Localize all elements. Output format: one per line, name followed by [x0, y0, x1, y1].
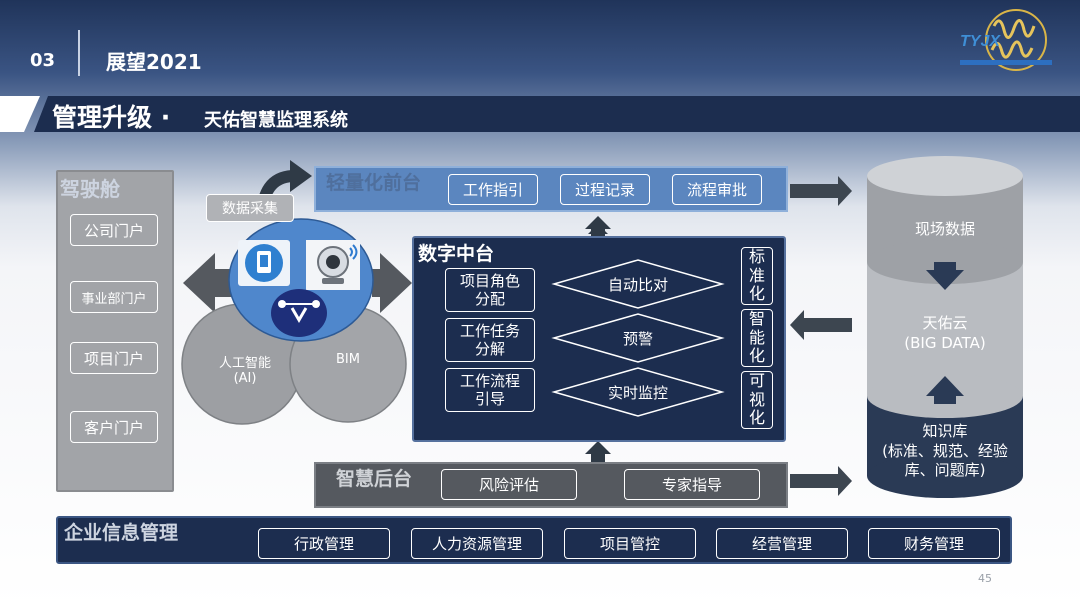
- attribute-intelligence: 智 能 化: [741, 309, 773, 367]
- enterprise-panel: [56, 516, 1012, 564]
- section-title: 展望2021: [106, 50, 202, 74]
- middle-item-workflow-guide[interactable]: 工作流程 引导: [445, 368, 535, 412]
- mobile-app-icon: [238, 240, 290, 286]
- cockpit-item-client-portal[interactable]: 客户门户: [70, 411, 158, 443]
- middle-item-role-assignment[interactable]: 项目角色 分配: [445, 268, 535, 312]
- drone-icon: [271, 289, 327, 337]
- cockpit-panel: [56, 170, 174, 492]
- cockpit-item-company-portal[interactable]: 公司门户: [70, 214, 158, 246]
- middle-item-task-breakdown[interactable]: 工作任务 分解: [445, 318, 535, 362]
- band-title: 管理升级 ·: [52, 103, 171, 132]
- diamond-stack: [551, 259, 725, 417]
- header-divider: [78, 30, 80, 76]
- diamond-early-warning: 预警: [622, 330, 653, 348]
- front-item-work-guide[interactable]: 工作指引: [448, 174, 538, 205]
- venn-bim-label: BIM: [336, 352, 360, 367]
- svg-text:TYJX: TYJX: [960, 33, 1001, 50]
- back-item-risk-assessment[interactable]: 风险评估: [441, 469, 577, 500]
- diamond-auto-compare: 自动比对: [607, 276, 668, 294]
- enterprise-title: 企业信息管理: [64, 522, 179, 544]
- cockpit-item-division-portal[interactable]: 事业部门户: [70, 281, 158, 313]
- band-subtitle: 天佑智慧监理系统: [204, 110, 348, 131]
- cloud-onsite-data: 现场数据: [914, 220, 975, 238]
- section-number: 03: [30, 50, 56, 71]
- attribute-standardization: 标 准 化: [741, 247, 773, 305]
- enterprise-item-business-management[interactable]: 经营管理: [716, 528, 848, 559]
- back-item-expert-guidance[interactable]: 专家指导: [624, 469, 760, 500]
- title-band: [0, 96, 1080, 132]
- cockpit-title: 驾驶舱: [60, 177, 120, 201]
- front-office-title: 轻量化前台: [326, 172, 422, 194]
- diamond-realtime-monitoring: 实时监控: [607, 384, 668, 402]
- page-number: 45: [978, 572, 992, 585]
- back-office-title: 智慧后台: [336, 468, 413, 490]
- cloud-cylinder: [867, 156, 1023, 498]
- company-logo: TYJX: [960, 9, 1052, 71]
- attribute-visualization: 可 视 化: [741, 371, 773, 429]
- enterprise-item-finance[interactable]: 财务管理: [868, 528, 1000, 559]
- cloud-tianyou-bigdata: 天佑云 (BIG DATA): [904, 314, 986, 352]
- enterprise-item-project-control[interactable]: 项目管控: [564, 528, 696, 559]
- enterprise-item-administration[interactable]: 行政管理: [258, 528, 390, 559]
- venn-ai-label: 人工智能 (AI): [218, 356, 271, 386]
- front-item-process-record[interactable]: 过程记录: [560, 174, 650, 205]
- front-item-workflow-approval[interactable]: 流程审批: [672, 174, 762, 205]
- enterprise-item-human-resources[interactable]: 人力资源管理: [411, 528, 543, 559]
- data-collection-label: 数据采集: [206, 194, 294, 222]
- cockpit-item-project-portal[interactable]: 项目门户: [70, 342, 158, 374]
- middle-office-title: 数字中台: [418, 243, 495, 265]
- cloud-knowledge-base: 知识库 (标准、规范、经验 库、问题库): [882, 422, 1008, 479]
- webcam-icon: [306, 240, 360, 290]
